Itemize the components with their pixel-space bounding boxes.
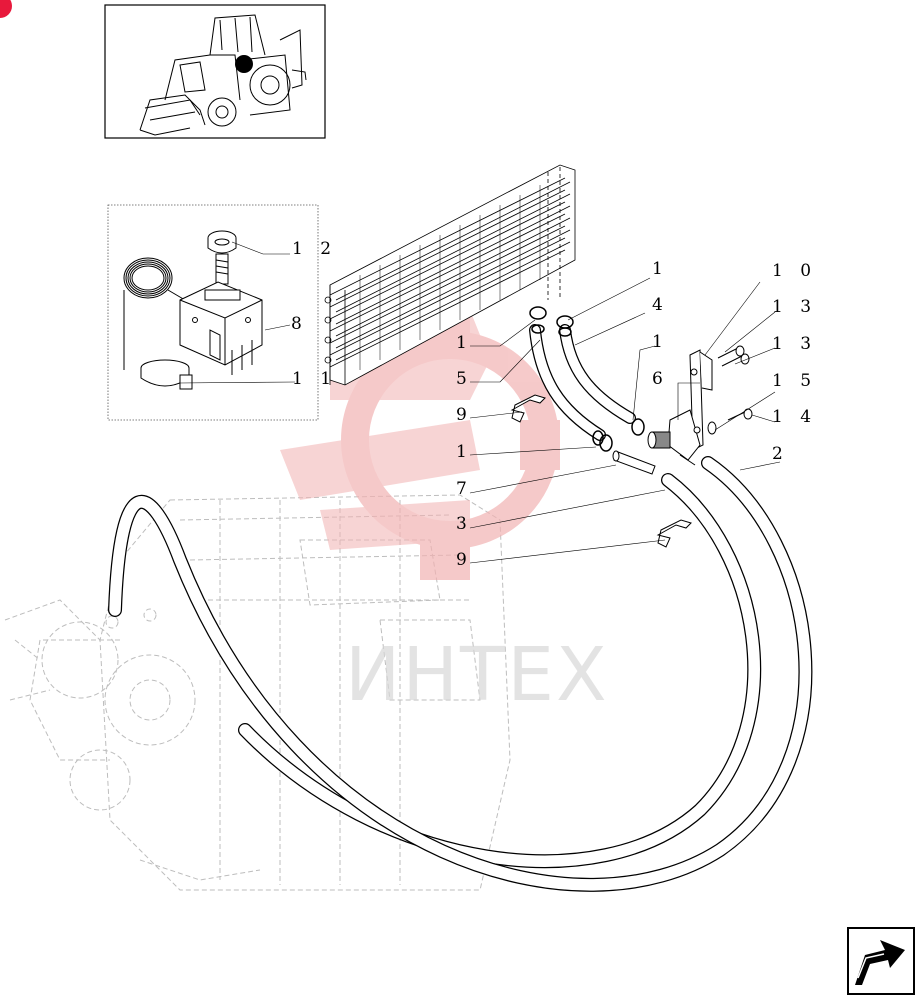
switch-detail-inset: [107, 204, 319, 421]
label-1d: 1: [456, 442, 473, 462]
hose-2: [108, 456, 813, 892]
machine-thumbnail: [104, 4, 326, 139]
leader-lines: [179, 241, 781, 564]
bracket-valve: [612, 345, 753, 475]
label-12a: 1 2: [292, 239, 337, 259]
label-9b: 9: [456, 550, 473, 570]
label-13b: 1 3: [772, 334, 817, 354]
label-15: 1 5: [772, 371, 817, 391]
hose-5: [529, 324, 606, 441]
o-ring-parts: [529, 306, 645, 452]
next-page-button[interactable]: [847, 927, 915, 995]
label-2: 2: [772, 444, 789, 464]
label-6: 6: [652, 369, 669, 389]
heater-core: [324, 164, 576, 386]
label-7: 7: [456, 479, 473, 499]
label-8: 8: [291, 314, 308, 334]
label-11: 1 1: [292, 369, 337, 389]
hose-4: [559, 324, 636, 424]
callout-labels: 1 2 8 1 1 1 1 0 4 1 3 1 1 1 3 5 6 1 5 9 …: [291, 239, 817, 570]
label-9a: 9: [456, 405, 473, 425]
corner-marker-icon: [0, 0, 12, 18]
label-10: 1 0: [772, 261, 817, 281]
label-4: 4: [652, 295, 669, 315]
label-14: 1 4: [772, 407, 817, 427]
arrow-next-icon: [855, 940, 905, 985]
label-1c: 1: [652, 332, 669, 352]
label-5: 5: [456, 369, 473, 389]
hose-clip-parts: [510, 394, 692, 548]
label-3: 3: [456, 514, 473, 534]
label-13a: 1 3: [772, 297, 817, 317]
label-1a: 1: [652, 259, 669, 279]
label-1b: 1: [456, 333, 473, 353]
watermark-text: ИНТЕХ: [345, 632, 609, 718]
location-dot-icon: [235, 55, 253, 73]
